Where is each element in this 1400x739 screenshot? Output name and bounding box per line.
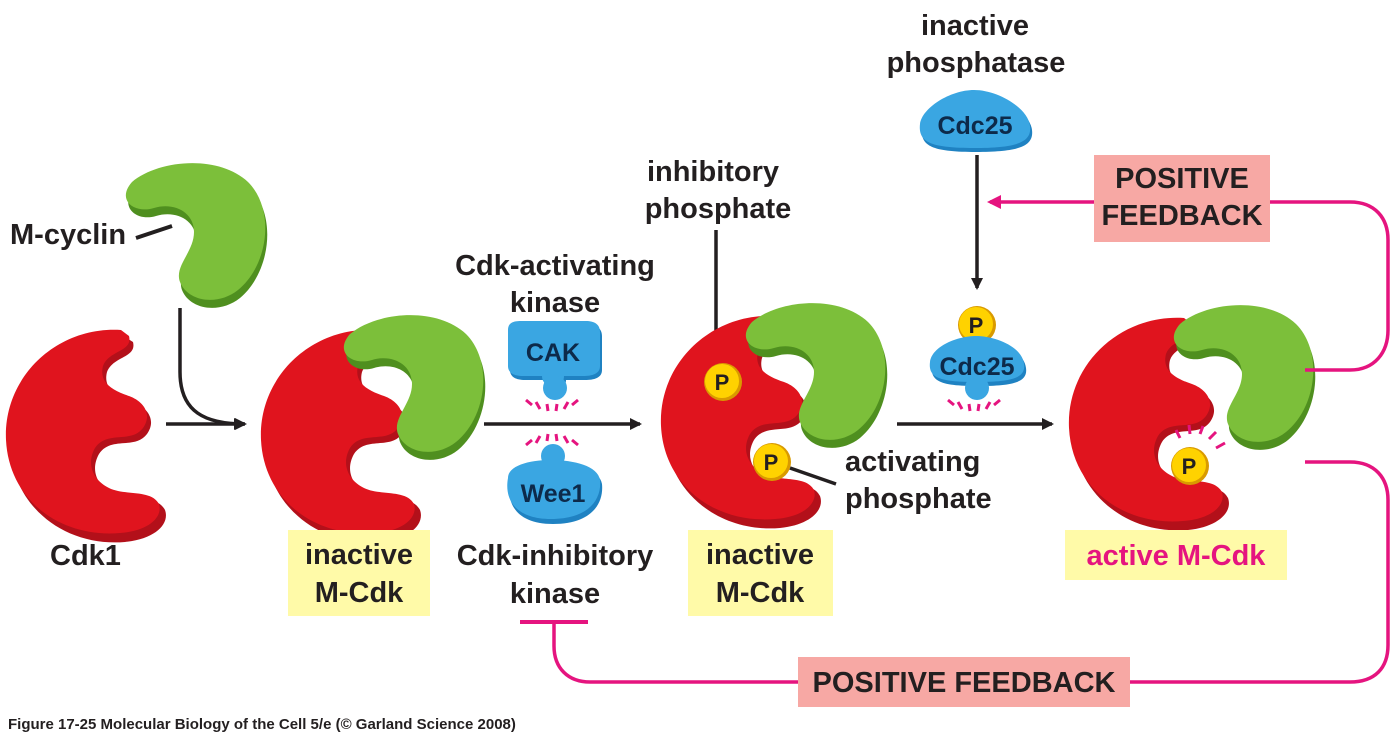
wee1-title-line1: Cdk-inhibitory — [457, 540, 654, 572]
activating-phosphate-symbol: P — [764, 450, 779, 475]
cak-title-line2: kinase — [510, 287, 600, 319]
inactive-mcdk-2-line1: inactive — [706, 539, 814, 571]
positive-feedback-top-line1: POSITIVE — [1115, 163, 1249, 195]
inactive-phosphatase-line1: inactive — [921, 10, 1029, 42]
cdc25-inactive-enzyme — [919, 90, 1033, 152]
positive-feedback-bottom-label: POSITIVE FEEDBACK — [813, 667, 1116, 699]
wee1-enzyme — [507, 444, 603, 524]
cdc25-active-enzyme — [929, 336, 1027, 400]
active-mcdk-phosphate-symbol: P — [1182, 454, 1197, 479]
active-mcdk-label: active M-Cdk — [1087, 540, 1267, 572]
m-cyclin-leader — [135, 224, 173, 240]
activating-phosphate-leader — [789, 466, 837, 486]
wee1-title-line2: kinase — [510, 578, 600, 610]
m-cyclin-label: M-cyclin — [10, 219, 126, 251]
cak-title-line1: Cdk-activating — [455, 250, 655, 282]
inhibitory-phosphate-line1: inhibitory — [647, 156, 779, 188]
inhibitory-phosphate-symbol: P — [715, 370, 730, 395]
wee1-activity-marks — [525, 433, 579, 447]
positive-feedback-top-path — [987, 195, 1390, 372]
inactive-mcdk-1-line2: M-Cdk — [315, 577, 404, 609]
inhibitory-phosphate-line2: phosphate — [645, 193, 792, 225]
inactive-mcdk-box-1 — [288, 530, 430, 616]
cdc25-inactive-label: Cdc25 — [937, 112, 1012, 140]
activating-phosphate-line2: phosphate — [845, 483, 992, 515]
inactive-mcdk-2-line2: M-Cdk — [716, 577, 805, 609]
cdc25-activity-marks — [947, 398, 1001, 412]
binding-arrow — [178, 308, 247, 430]
figure-caption: Figure 17-25 Molecular Biology of the Ce… — [8, 716, 516, 733]
positive-feedback-top-line2: FEEDBACK — [1101, 200, 1262, 232]
cdk1-label: Cdk1 — [50, 540, 121, 572]
active-kinase-activity-marks — [1174, 424, 1226, 450]
inactive-mcdk-1-line1: inactive — [305, 539, 413, 571]
cdk1-protein — [5, 329, 166, 543]
positive-feedback-top-box — [1094, 155, 1270, 242]
cak-activity-marks — [525, 398, 579, 412]
wee1-label: Wee1 — [521, 480, 586, 508]
cdc25-active-label: Cdc25 — [939, 353, 1014, 381]
activating-phosphate-line1: activating — [845, 446, 980, 478]
cak-enzyme — [508, 321, 602, 400]
cak-label: CAK — [526, 339, 580, 367]
positive-feedback-bottom-path — [552, 460, 1390, 684]
inactive-phosphatase-line2: phosphatase — [887, 47, 1066, 79]
positive-feedback-bottom-box — [798, 657, 1130, 707]
inactive-mcdk-box-2 — [688, 530, 833, 616]
cdc25-phosphate-symbol: P — [969, 313, 984, 338]
active-mcdk-box — [1065, 530, 1287, 580]
